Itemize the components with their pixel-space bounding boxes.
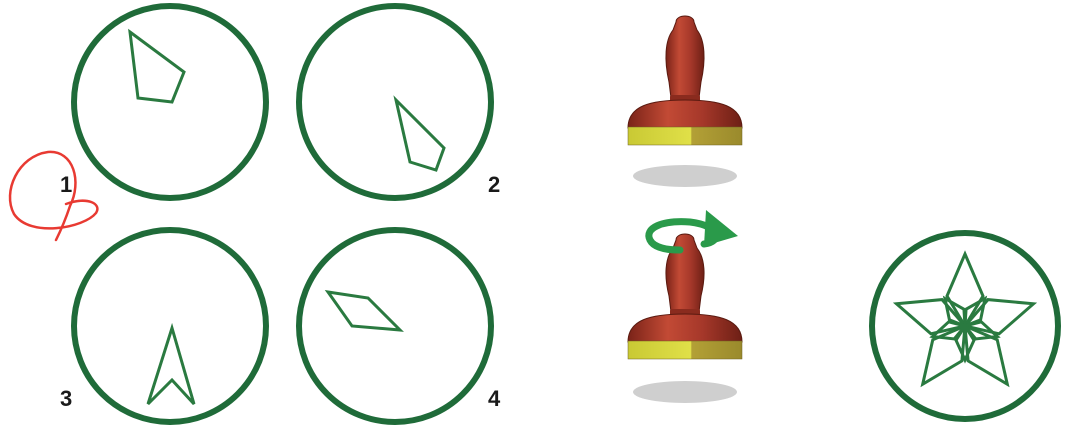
option-4-label: 4 [488,386,501,411]
option-3-circle [74,230,266,422]
stamp-shadow [633,165,737,187]
option-3[interactable]: 3 [60,230,266,422]
option-4[interactable]: 4 [299,230,501,422]
option-1[interactable]: 1 [10,6,266,240]
stamp-shadow-2 [633,381,737,403]
selection-mark-icon [10,152,97,240]
option-3-label: 3 [60,386,72,411]
option-1-label: 1 [60,172,72,197]
option-2-label: 2 [488,172,500,197]
rubber-stamp-rotating [628,210,742,403]
rotated-star-pattern-icon [872,233,1058,419]
rubber-stamp-icon [628,16,742,187]
option-2[interactable]: 2 [299,6,500,198]
